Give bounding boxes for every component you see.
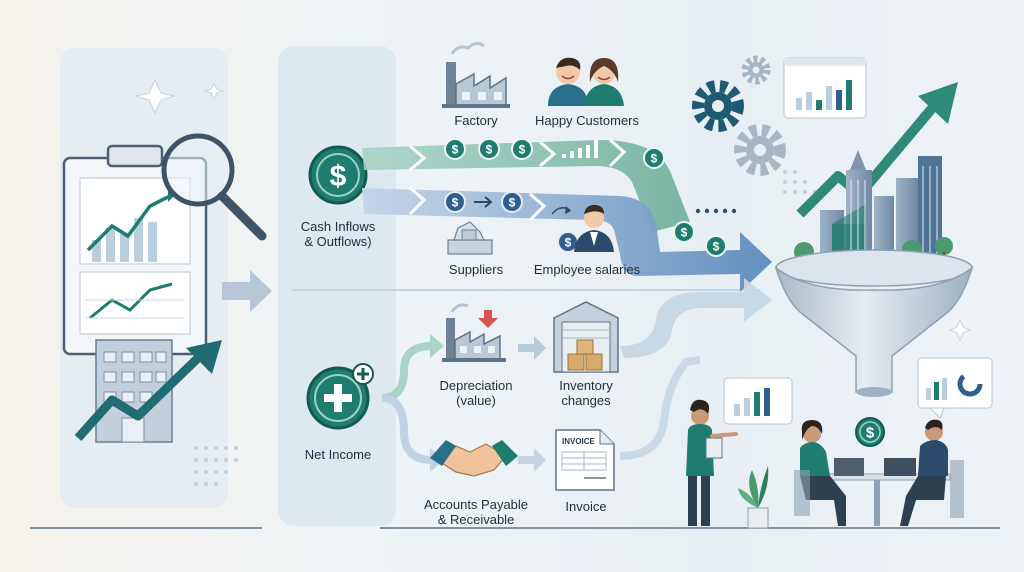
plant-icon: [738, 466, 769, 529]
coin-icon: [855, 417, 885, 447]
svg-text:$: $: [452, 143, 459, 157]
depreciation-factory-icon: [442, 303, 506, 362]
seated-man-icon: [884, 419, 964, 526]
sparkle-icon: [134, 78, 972, 342]
svg-text:$: $: [713, 240, 720, 254]
growth-arrow-icon: [74, 340, 222, 442]
chart-card-center: [723, 377, 793, 425]
warehouse-icon: [553, 301, 619, 373]
net-income-label: Net Income: [304, 447, 372, 462]
cash-coin-icon: [308, 145, 368, 205]
net-income-icon: [306, 363, 374, 430]
svg-text:$: $: [452, 196, 459, 210]
outflow-coins: $ $ $: [444, 191, 579, 253]
inventory-changes-label: Inventory changes: [559, 378, 613, 408]
chart-card-right: [917, 357, 993, 419]
svg-text:$: $: [681, 226, 688, 240]
funnel-icon: [774, 249, 974, 397]
accounts-payable-label: Accounts Payable & Receivable: [423, 497, 529, 527]
magnifier-icon: [161, 133, 267, 241]
invoice-icon: [555, 429, 615, 491]
coin-icon: $: [705, 235, 727, 257]
suppliers-icon: [447, 221, 493, 255]
right-coin-symbol: $: [866, 425, 875, 442]
cash-flows-label: Cash Inflows & Outflows): [300, 219, 376, 249]
coin-icon: $: [557, 231, 579, 253]
svg-text:$: $: [519, 143, 526, 157]
inflow-band: [362, 138, 690, 232]
employee-salaries-label: Employee salaries: [533, 262, 641, 277]
svg-text:$: $: [565, 236, 572, 250]
coin-icon: $: [643, 147, 665, 169]
coin-icon: $: [511, 138, 533, 160]
clipboard-icon: [62, 144, 208, 356]
gear-icon: [734, 124, 786, 176]
coin-icon: $: [478, 138, 500, 160]
coin-icon: $: [501, 191, 523, 213]
suppliers-label: Suppliers: [448, 262, 504, 277]
cash-coin-symbol: $: [330, 160, 347, 193]
factory-label: Factory: [454, 113, 498, 128]
presenter-person-icon: [686, 399, 738, 526]
invoice-label: Invoice: [565, 499, 607, 514]
flow-arrow-left: [222, 270, 272, 312]
happy-customers-icon: [548, 57, 624, 106]
dotted-trail: [695, 208, 737, 214]
arrow-right-icon: [474, 196, 493, 208]
svg-text:$: $: [509, 196, 516, 210]
handshake-icon: [430, 440, 518, 477]
employee-icon: [551, 204, 614, 252]
inflow-coins: $ $ $ $ $ $: [444, 138, 727, 257]
depreciation-label: Depreciation (value): [439, 378, 513, 408]
coin-icon: $: [444, 138, 466, 160]
coin-icon: $: [673, 221, 695, 243]
branch-arrows: [381, 278, 772, 472]
svg-text:$: $: [651, 152, 658, 166]
invoice-doc-title: INVOICE: [562, 437, 596, 446]
svg-text:$: $: [486, 143, 493, 157]
seated-woman-icon: [794, 420, 864, 526]
gear-icon: [692, 80, 744, 132]
chart-card-top: [783, 57, 867, 119]
happy-customers-label: Happy Customers: [534, 113, 640, 128]
outflow-band: [362, 186, 772, 292]
dot-grid-decoration: [194, 170, 817, 486]
gear-icon: [741, 55, 771, 85]
factory-icon: [442, 41, 510, 108]
coin-icon: $: [444, 191, 466, 213]
mini-bars-icon: [562, 140, 598, 158]
